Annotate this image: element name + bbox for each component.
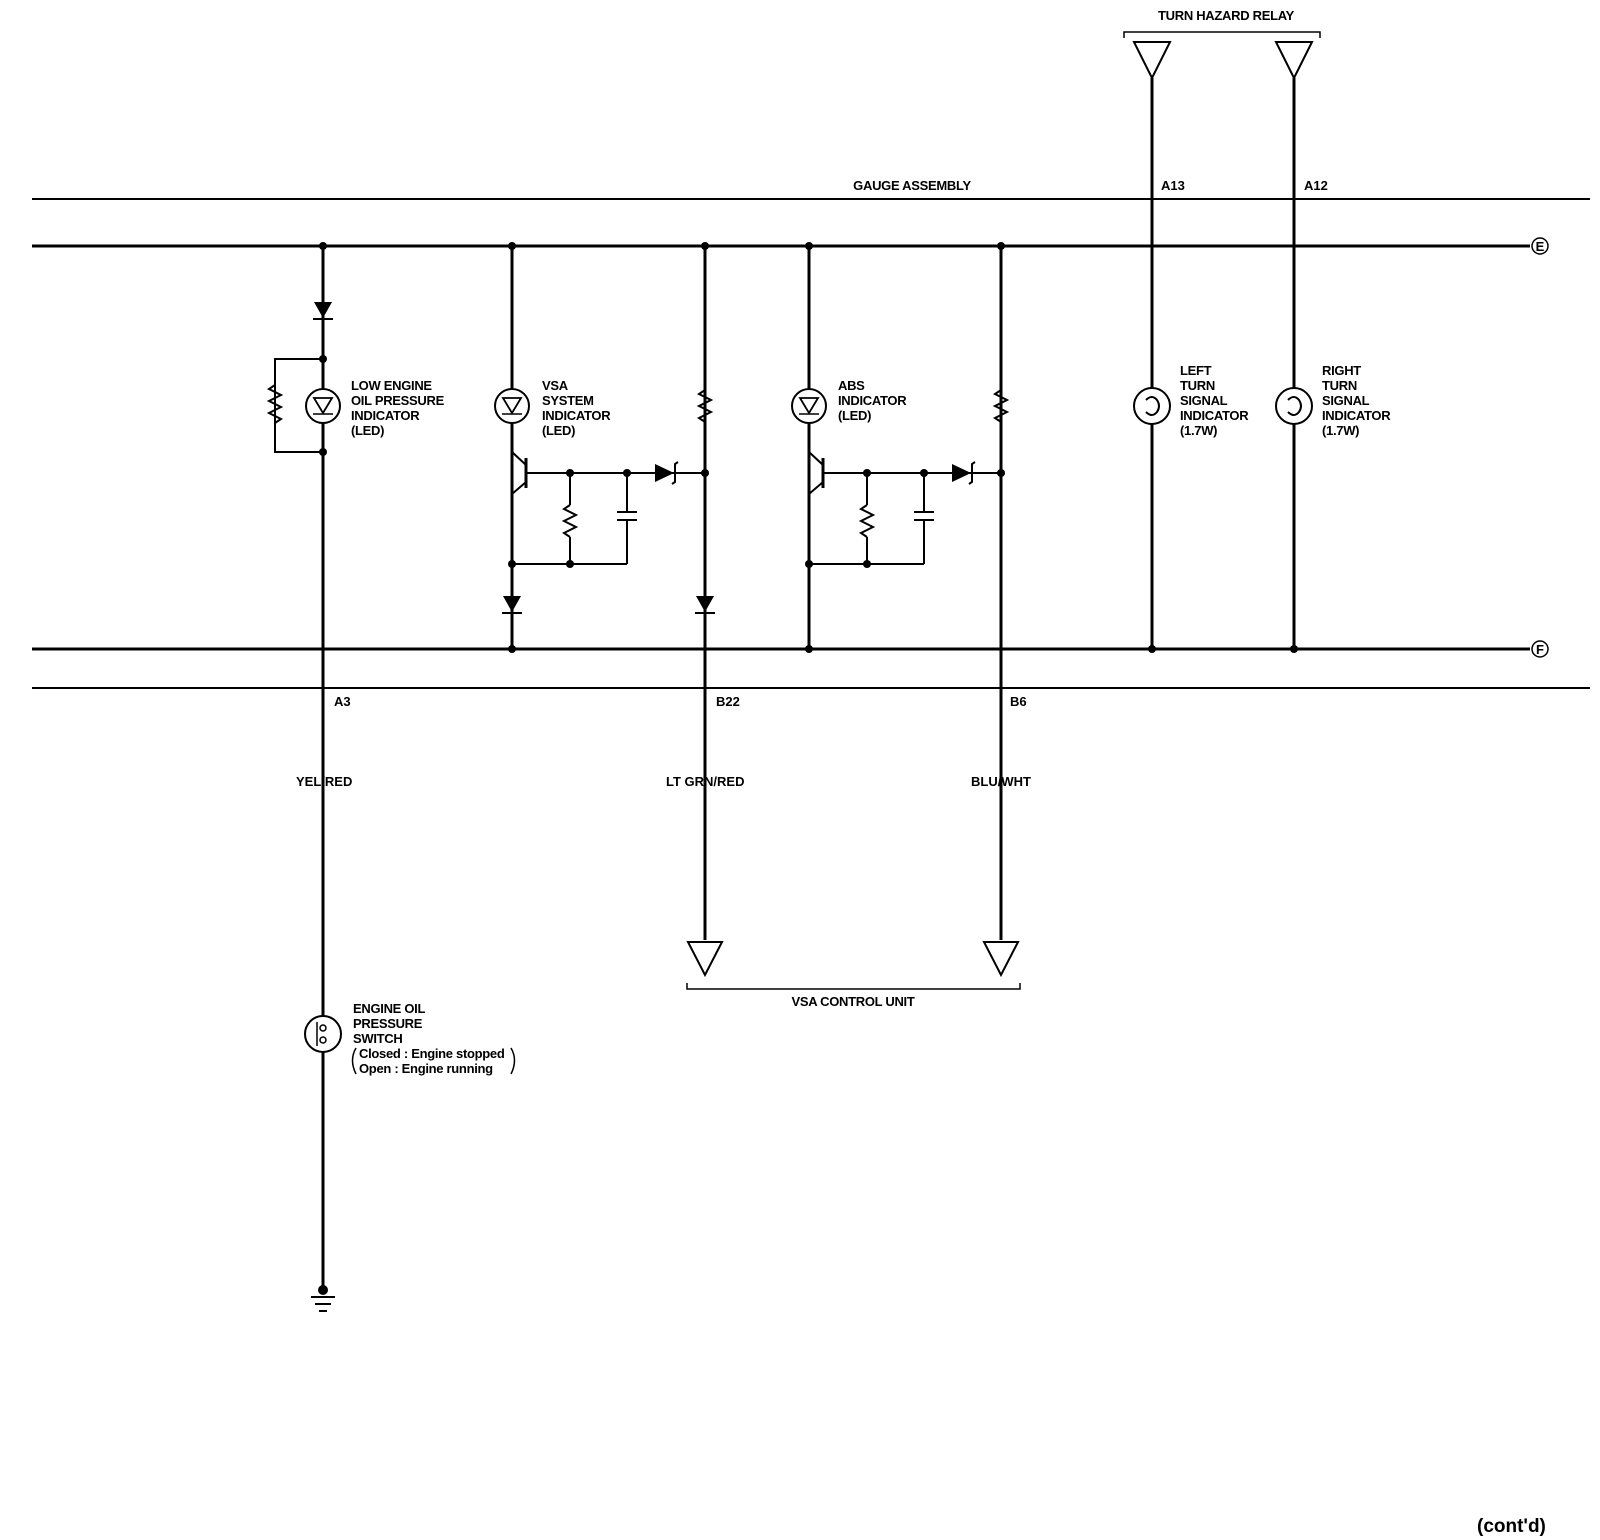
svg-text:LOW ENGINE: LOW ENGINE [351,378,432,393]
vsa-control-unit-label: VSA CONTROL UNIT [791,994,914,1009]
svg-text:INDICATOR: INDICATOR [542,408,611,423]
svg-text:(1.7W): (1.7W) [1322,423,1359,438]
abs-indicator-label: ABS INDICATOR (LED) [838,378,908,423]
svg-text:INDICATOR: INDICATOR [838,393,907,408]
right-turn-label: RIGHT TURN SIGNAL INDICATOR (1.7W) [1322,363,1392,438]
turn-hazard-relay-label: TURN HAZARD RELAY [1158,8,1295,23]
pin-a13: A13 [1161,178,1185,193]
left-turn-label: LEFT TURN SIGNAL INDICATOR (1.7W) [1180,363,1250,438]
svg-text:SYSTEM: SYSTEM [542,393,594,408]
left-turn-circuit [1132,41,1172,653]
ground-symbol [311,1285,335,1312]
bus-f: F [32,640,1549,658]
svg-text:SIGNAL: SIGNAL [1180,393,1228,408]
wire-lt-grn-red: LT GRN/RED [666,774,744,789]
low-oil-indicator-label: LOW ENGINE OIL PRESSURE INDICATOR (LED) [351,378,445,438]
pin-b6: B6 [1010,694,1027,709]
connector-f-label: F [1536,642,1544,657]
b6-line [982,242,1020,978]
svg-text:ENGINE OIL: ENGINE OIL [353,1001,425,1016]
bus-e: E [32,237,1549,255]
pin-a12: A12 [1304,178,1328,193]
svg-text:INDICATOR: INDICATOR [1180,408,1249,423]
vsa-indicator-label: VSA SYSTEM INDICATOR (LED) [542,378,612,438]
svg-text:SIGNAL: SIGNAL [1322,393,1370,408]
gauge-assembly-label: GAUGE ASSEMBLY [853,178,971,193]
pin-b22: B22 [716,694,740,709]
wire-yel-red: YEL/RED [296,774,352,789]
svg-text:VSA: VSA [542,378,569,393]
svg-text:(LED): (LED) [838,408,871,423]
svg-text:PRESSURE: PRESSURE [353,1016,423,1031]
wire-blu-wht: BLU/WHT [971,774,1031,789]
svg-text:INDICATOR: INDICATOR [351,408,420,423]
svg-text:LEFT: LEFT [1180,363,1212,378]
svg-text:SWITCH: SWITCH [353,1031,402,1046]
turn-hazard-relay-bracket [1123,31,1321,38]
svg-text:(LED): (LED) [542,423,575,438]
gauge-assembly-box [32,198,1590,689]
low-oil-circuit [266,242,341,1290]
svg-text:ABS: ABS [838,378,865,393]
svg-text:RIGHT: RIGHT [1322,363,1361,378]
svg-text:INDICATOR: INDICATOR [1322,408,1391,423]
vsa-indicator-circuit [494,242,705,653]
vsa-control-unit-bracket [686,983,1021,990]
oil-pressure-switch [304,1015,342,1053]
connector-e-label: E [1536,239,1545,254]
svg-text:TURN: TURN [1180,378,1215,393]
svg-text:Closed : Engine stopped: Closed : Engine stopped [359,1046,505,1061]
svg-text:(1.7W): (1.7W) [1180,423,1217,438]
svg-text:TURN: TURN [1322,378,1357,393]
b22-line [686,242,724,978]
pin-a3: A3 [334,694,351,709]
svg-text:OIL PRESSURE: OIL PRESSURE [351,393,445,408]
svg-text:(LED): (LED) [351,423,384,438]
svg-text:Open : Engine running: Open : Engine running [359,1061,493,1076]
abs-indicator-circuit [791,242,1001,653]
contd-label: (cont'd) [1477,1516,1546,1537]
oil-pressure-switch-label: ENGINE OIL PRESSURE SWITCH Closed : Engi… [351,1001,516,1076]
right-turn-circuit [1274,41,1314,653]
